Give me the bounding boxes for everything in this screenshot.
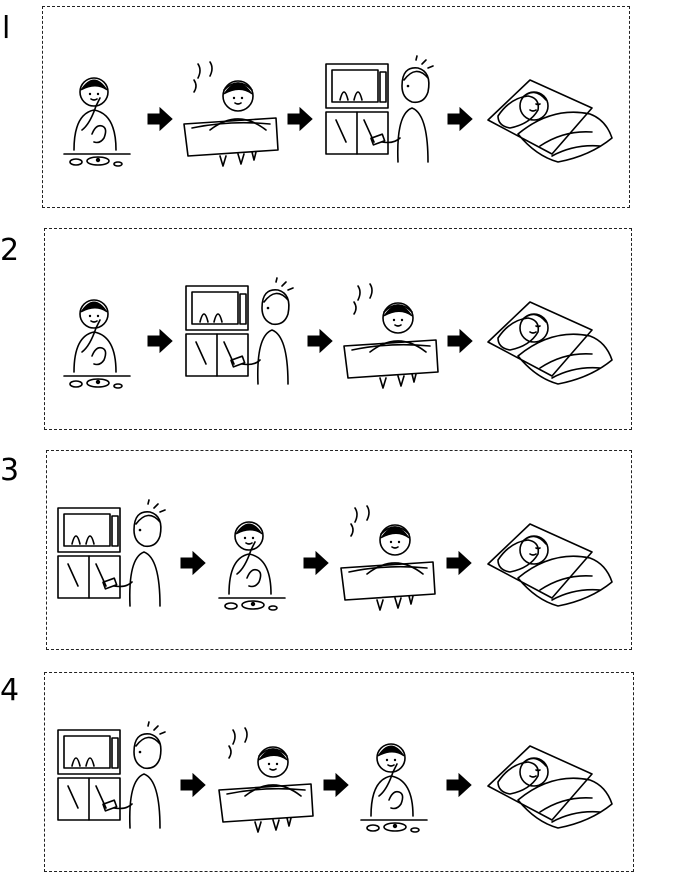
tv-scene-illustration	[320, 55, 440, 173]
sequence-arrow-icon	[146, 328, 174, 359]
eating-scene-illustration	[215, 502, 295, 617]
option-number-3: 3	[0, 453, 20, 488]
sleep-scene-illustration	[480, 58, 620, 173]
option-panel-4	[44, 672, 634, 872]
sequence-strip-1	[60, 50, 620, 180]
option-number-1: l	[2, 11, 11, 46]
sequence-arrow-icon	[146, 106, 174, 137]
option-number-2: 2	[0, 233, 20, 268]
sleep-scene-illustration	[480, 502, 620, 617]
bath-scene-illustration	[180, 58, 280, 173]
sequence-arrow-icon	[445, 772, 473, 803]
eating-scene-illustration	[60, 58, 140, 173]
eating-scene-illustration	[357, 724, 437, 839]
eating-scene-illustration	[60, 280, 140, 395]
option-panel-2	[44, 228, 632, 430]
tv-scene-illustration	[52, 721, 172, 839]
sequence-arrow-icon	[306, 328, 334, 359]
sequence-strip-2	[60, 272, 620, 402]
sleep-scene-illustration	[480, 280, 620, 395]
sequence-arrow-icon	[446, 106, 474, 137]
tv-scene-illustration	[180, 277, 300, 395]
sequence-arrow-icon	[179, 550, 207, 581]
sleep-scene-illustration	[480, 724, 620, 839]
tv-scene-illustration	[52, 499, 172, 617]
option-number-4: 4	[0, 673, 20, 708]
sequence-arrow-icon	[302, 550, 330, 581]
option-panel-3	[46, 450, 632, 650]
sequence-arrow-icon	[179, 772, 207, 803]
sequence-strip-4	[52, 716, 620, 846]
bath-scene-illustration	[337, 502, 437, 617]
sequence-arrow-icon	[322, 772, 350, 803]
option-panel-1	[42, 6, 630, 208]
sequence-arrow-icon	[446, 328, 474, 359]
sequence-arrow-icon	[286, 106, 314, 137]
sequence-arrow-icon	[445, 550, 473, 581]
sequence-strip-3	[52, 494, 620, 624]
bath-scene-illustration	[215, 724, 315, 839]
bath-scene-illustration	[340, 280, 440, 395]
